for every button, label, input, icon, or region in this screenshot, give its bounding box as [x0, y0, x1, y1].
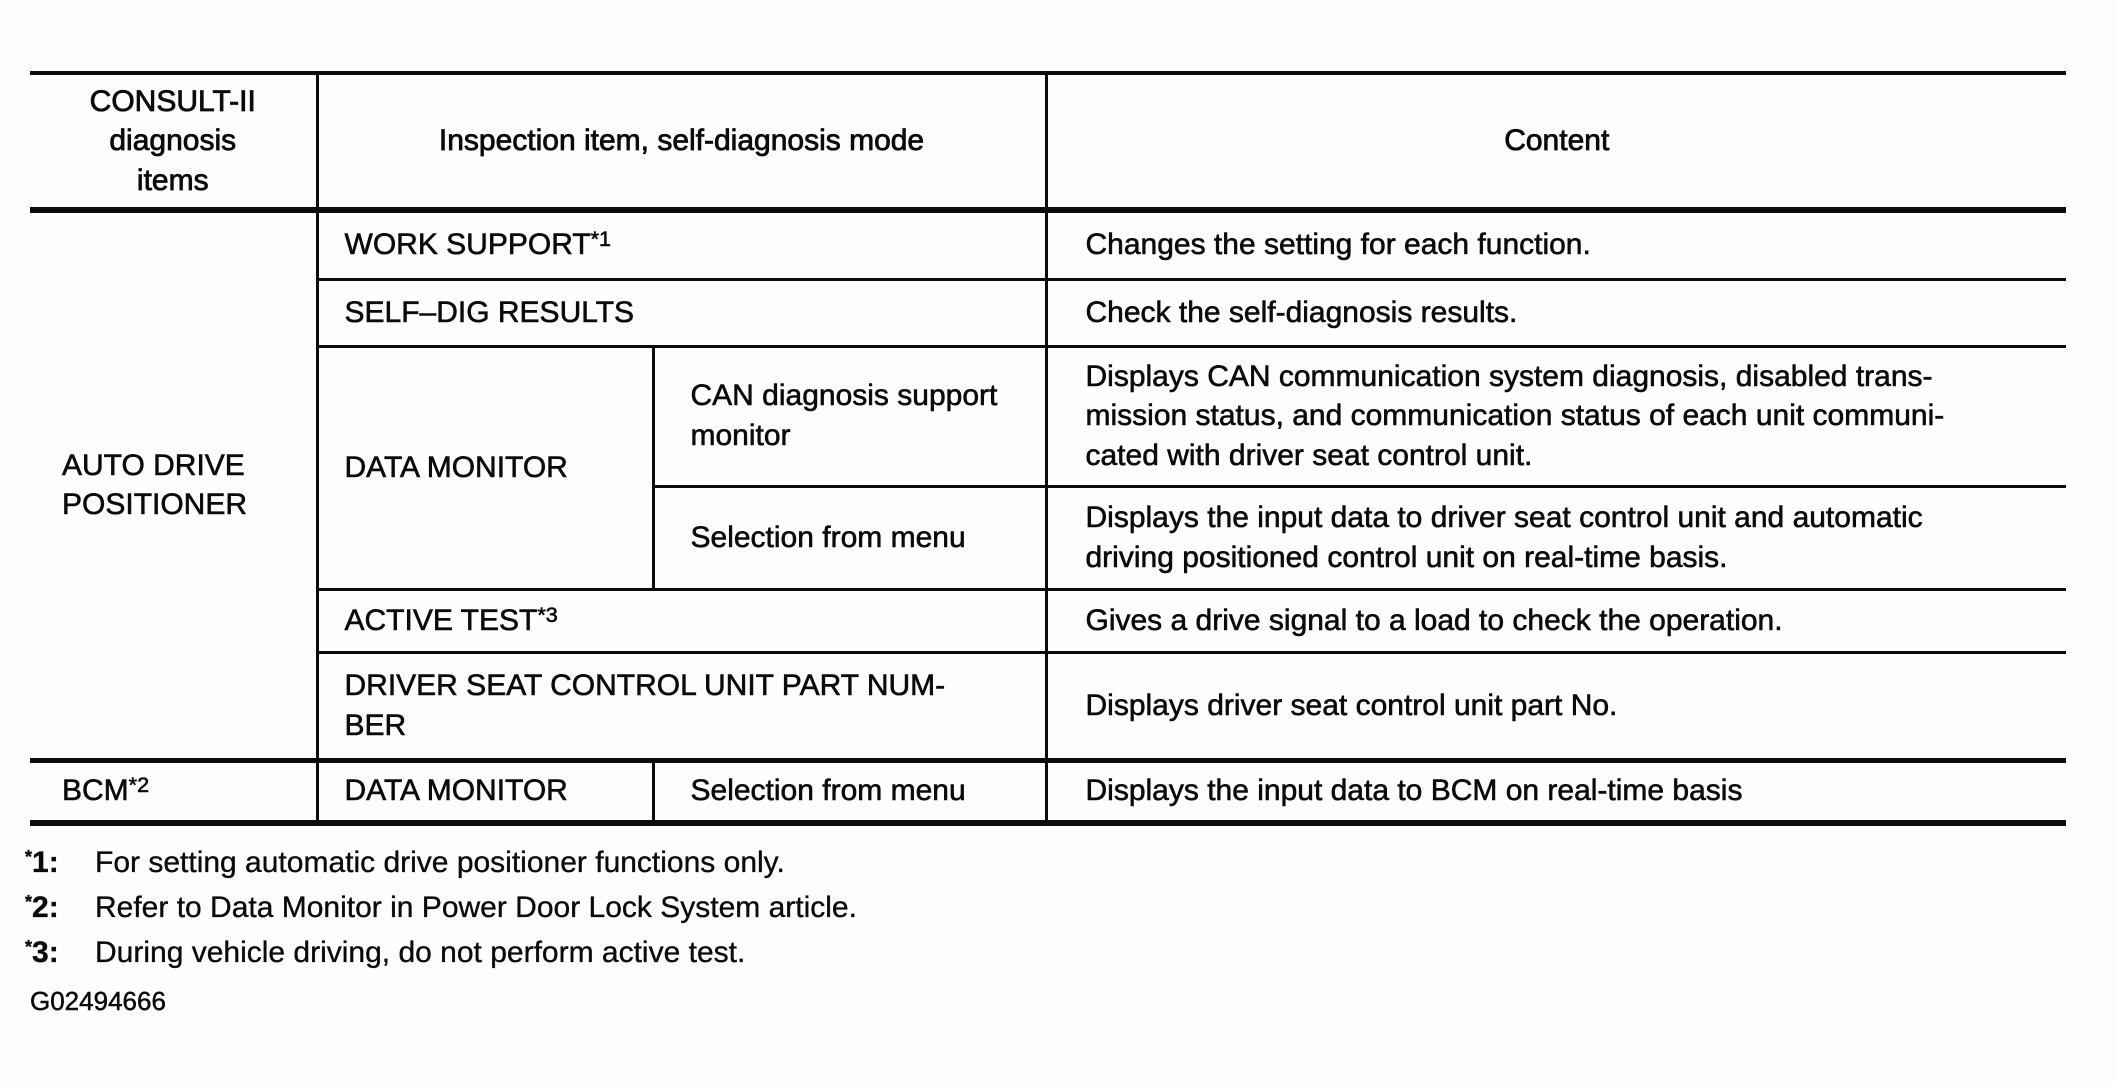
bcm-footnote-ref: *2	[128, 772, 150, 798]
cell-self-dig-results: SELF–DIG RESULTS	[317, 277, 1048, 348]
work-support-footnote-ref: *1	[590, 226, 612, 252]
header-diagnosis-items: CONSULT-II diagnosis items	[30, 71, 319, 213]
footnote-1-text: For setting automatic drive positioner f…	[95, 846, 785, 879]
cell-work-support-content: Changes the setting for each function.	[1044, 208, 2066, 281]
table-row: ACTIVE TEST*3 Gives a drive signal to a …	[30, 587, 2066, 654]
figure-id: G02494666	[30, 986, 166, 1017]
active-test-label: ACTIVE TEST	[344, 603, 538, 637]
footnote-3-marker: *3:	[25, 936, 59, 969]
cell-work-support: WORK SUPPORT*1	[315, 208, 1048, 281]
cell-driver-seat-part-number: DRIVER SEAT CONTROL UNIT PART NUM- BER	[317, 650, 1048, 762]
group-cell-bcm: BCM*2	[30, 757, 319, 826]
work-support-label: WORK SUPPORT	[344, 228, 591, 262]
footnote-1-marker: *1:	[25, 846, 59, 879]
footnote-1: *1: For setting automatic drive position…	[25, 846, 857, 891]
table-header-row: CONSULT-II diagnosis items Inspection it…	[30, 71, 2066, 213]
cell-bcm-data-monitor: DATA MONITOR	[315, 757, 655, 826]
header-inspection-item: Inspection item, self-diagnosis mode	[315, 71, 1048, 213]
cell-self-dig-results-content: Check the self-diagnosis results.	[1044, 277, 2066, 348]
footnote-2-marker: *2:	[25, 891, 59, 924]
footnote-2: *2: Refer to Data Monitor in Power Door …	[25, 891, 857, 936]
footnote-2-text: Refer to Data Monitor in Power Door Lock…	[95, 891, 857, 924]
table-row: SELF–DIG RESULTS Check the self-diagnosi…	[30, 277, 2066, 348]
cell-selection-from-menu-content: Displays the input data to driver seat c…	[1044, 484, 2066, 591]
cell-active-test: ACTIVE TEST*3	[317, 587, 1048, 654]
table-row-bcm: BCM*2 DATA MONITOR Selection from menu D…	[30, 757, 2066, 826]
consult-ii-diagnosis-table: CONSULT-II diagnosis items Inspection it…	[30, 71, 2066, 826]
cell-can-diagnosis-support-monitor: CAN diagnosis support monitor	[651, 344, 1048, 488]
cell-can-diagnosis-content: Displays CAN communication system diagno…	[1044, 344, 2066, 488]
table-row: AUTO DRIVE POSITIONER WORK SUPPORT*1 Cha…	[30, 208, 2066, 762]
cell-driver-seat-part-number-content: Displays driver seat control unit part N…	[1044, 650, 2066, 762]
table-row: DRIVER SEAT CONTROL UNIT PART NUM- BER D…	[30, 650, 2066, 762]
footnotes-block: *1: For setting automatic drive position…	[25, 846, 857, 981]
bcm-label: BCM	[62, 774, 129, 808]
cell-bcm-selection-from-menu: Selection from menu	[651, 757, 1048, 826]
cell-selection-from-menu: Selection from menu	[653, 484, 1048, 591]
footnote-3: *3: During vehicle driving, do not perfo…	[25, 936, 857, 981]
table-row: DATA MONITOR CAN diagnosis support monit…	[30, 344, 2066, 591]
cell-bcm-content: Displays the input data to BCM on real-t…	[1044, 757, 2066, 826]
cell-data-monitor: DATA MONITOR	[317, 344, 655, 591]
cell-active-test-content: Gives a drive signal to a load to check …	[1044, 587, 2066, 654]
header-content: Content	[1044, 71, 2066, 213]
footnote-3-text: During vehicle driving, do not perform a…	[95, 936, 746, 969]
active-test-footnote-ref: *3	[537, 601, 558, 627]
table-row: Selection from menu Displays the input d…	[30, 484, 2066, 591]
group-cell-auto-drive-positioner: AUTO DRIVE POSITIONER	[30, 208, 319, 762]
